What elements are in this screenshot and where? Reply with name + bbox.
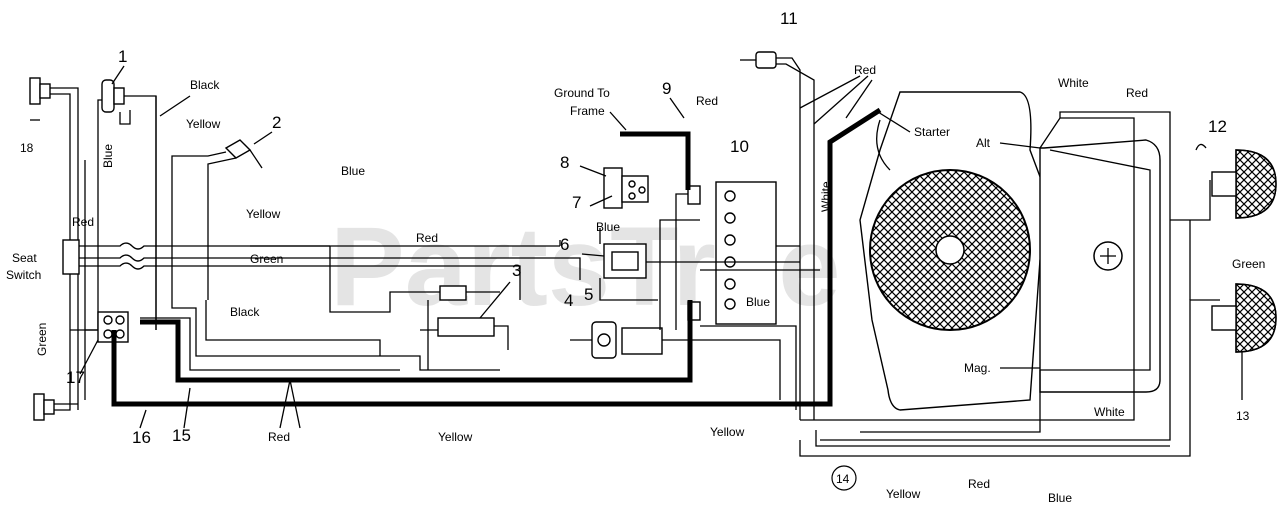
callout-2: 2 [272, 113, 281, 132]
callout-8: 8 [560, 153, 569, 172]
callout-4: 4 [564, 291, 573, 310]
component-2-switch [171, 139, 263, 300]
component-6-relay [599, 228, 700, 301]
component-3-relay [420, 285, 509, 370]
flywheel-hub [935, 235, 965, 265]
callout-11: 11 [780, 9, 798, 28]
wire-label-green-left: Green [35, 323, 49, 356]
callout-14: 14 [836, 472, 850, 486]
component-13-headlight-bottom [1211, 283, 1277, 400]
wire-label-white-top: White [1058, 76, 1089, 90]
label-seat: Seat [12, 251, 37, 265]
wire-label-blue-mid: Blue [596, 220, 620, 234]
wire-label-red-top-right: Red [854, 63, 876, 77]
callout-5: 5 [584, 285, 593, 304]
wire-label-black-top: Black [190, 78, 220, 92]
wire-label-blue-bottom: Blue [1048, 491, 1072, 505]
callout-13: 13 [1236, 409, 1250, 423]
label-switch: Switch [6, 268, 41, 282]
wire-label-yellow-bottom: Yellow [438, 430, 473, 444]
callout-3: 3 [512, 261, 521, 280]
label-frame: Frame [570, 104, 605, 118]
wire-label-yellow-top: Yellow [186, 117, 221, 131]
callout-16: 16 [132, 428, 151, 447]
component-1-switch [97, 79, 157, 330]
wire-label-yellow-left: Yellow [246, 207, 281, 221]
label-ground-to: Ground To [554, 86, 610, 100]
wire-label-red-alt: Red [1126, 86, 1148, 100]
callout-15: 15 [172, 426, 191, 445]
wire-label-yellow-right: Yellow [710, 425, 745, 439]
wire-label-red-bottom: Red [268, 430, 290, 444]
wire-label-white-vertical: White [819, 181, 833, 212]
callout-18: 18 [20, 141, 34, 155]
rear-light-bottom [33, 393, 78, 421]
label-alt: Alt [976, 136, 991, 150]
callout-6: 6 [560, 235, 569, 254]
component-10-connector-block [687, 181, 777, 325]
wire-label-red-engine-bottom: Red [968, 477, 990, 491]
component-4-solenoid [570, 321, 690, 359]
component-11-terminal [740, 51, 815, 420]
component-8-key-switch [603, 167, 649, 209]
wire-label-green-mid: Green [250, 252, 283, 266]
wire-label-yellow-engine: Yellow [886, 487, 921, 501]
wire-label-blue-top: Blue [341, 164, 365, 178]
callout-7: 7 [572, 193, 581, 212]
wire-label-white-bottom: White [1094, 405, 1125, 419]
wire-label-blue-right: Blue [746, 295, 770, 309]
wire-label-blue-vertical: Blue [101, 144, 115, 168]
label-mag: Mag. [964, 361, 991, 375]
rear-light-top [29, 77, 79, 410]
component-12-headlight-top [1211, 149, 1277, 219]
callout-14-circle [831, 465, 857, 491]
callout-10: 10 [730, 137, 749, 156]
wire-label-red-left: Red [72, 215, 94, 229]
callout-1: 1 [118, 47, 127, 66]
callout-12: 12 [1208, 117, 1227, 136]
wire-label-green-right: Green [1232, 257, 1265, 271]
seat-switch [62, 239, 350, 275]
wire-label-red-nine: Red [696, 94, 718, 108]
label-starter: Starter [914, 125, 950, 139]
wire-label-red-mid: Red [416, 231, 438, 245]
callout-9: 9 [662, 79, 671, 98]
wire-label-black-mid: Black [230, 305, 260, 319]
